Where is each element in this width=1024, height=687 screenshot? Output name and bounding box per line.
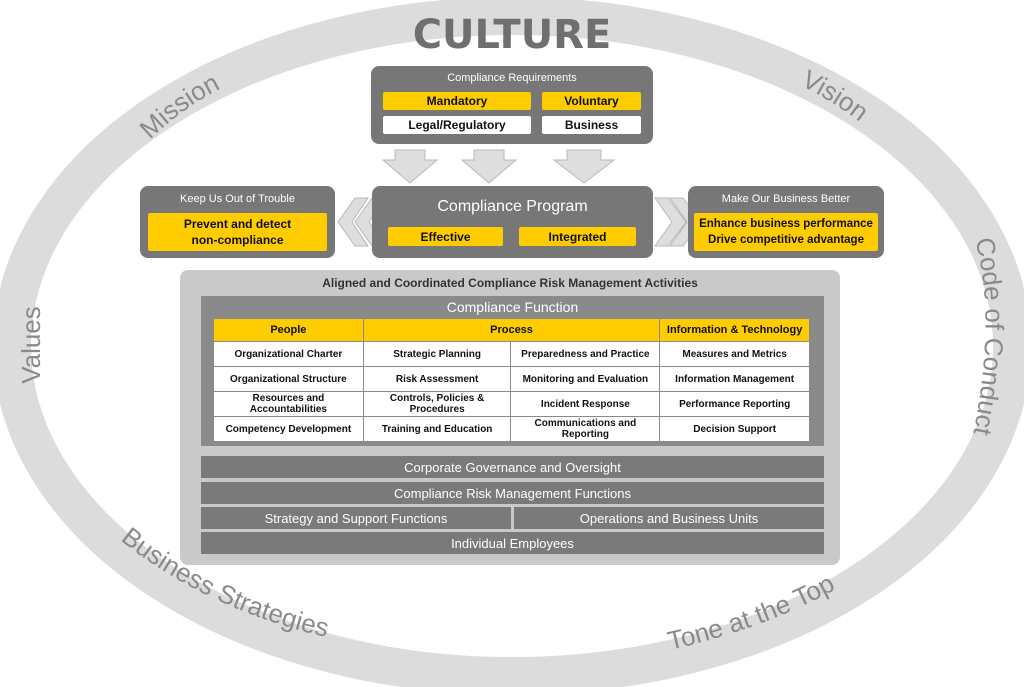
enhance-line: Enhance business performance — [699, 218, 873, 230]
table-cell: Decision Support — [659, 416, 810, 442]
table-cell: Training and Education — [362, 416, 512, 442]
down-arrow-1 — [381, 149, 439, 184]
legal-regulatory-box: Legal/Regulatory — [383, 116, 531, 134]
operations-business-bar: Operations and Business Units — [514, 507, 824, 529]
header-process: Process — [362, 318, 661, 342]
values-label: Values — [16, 306, 46, 384]
drive-line: Drive competitive advantage — [708, 234, 864, 246]
compliance-program-box: Compliance Program Effective Integrated — [372, 186, 653, 258]
right-chevron-1 — [654, 197, 687, 247]
mandatory-box: Mandatory — [383, 92, 531, 110]
keep-out-of-trouble-box: Keep Us Out of Trouble Prevent and detec… — [140, 186, 335, 258]
prevent-detect-line2: non-compliance — [191, 233, 284, 247]
table-cell: Performance Reporting — [659, 391, 810, 417]
table-cell: Measures and Metrics — [659, 341, 810, 367]
header-row: People Process Information & Technology — [213, 318, 810, 342]
table-cell: Controls, Policies & Procedures — [362, 391, 512, 417]
table-row: Resources and Accountabilities Controls,… — [213, 391, 810, 417]
table-cell: Communications and Reporting — [510, 416, 661, 442]
integrated-box: Integrated — [519, 227, 636, 246]
table-cell: Risk Assessment — [362, 366, 512, 392]
compliance-function-table: People Process Information & Technology … — [213, 318, 810, 442]
business-box: Business — [542, 116, 641, 134]
header-people: People — [213, 318, 364, 342]
table-row: Organizational Structure Risk Assessment… — [213, 366, 810, 392]
strategy-support-bar: Strategy and Support Functions — [201, 507, 511, 529]
table-cell: Organizational Charter — [213, 341, 364, 367]
table-row: Organizational Charter Strategic Plannin… — [213, 341, 810, 367]
down-arrow-3 — [552, 149, 616, 184]
keep-out-of-trouble-title: Keep Us Out of Trouble — [180, 193, 295, 205]
table-cell: Organizational Structure — [213, 366, 364, 392]
compliance-requirements-title: Compliance Requirements — [447, 72, 577, 84]
compliance-program-title: Compliance Program — [437, 198, 588, 215]
compliance-requirements-box: Compliance Requirements Mandatory Volunt… — [371, 66, 653, 144]
table-cell: Information Management — [659, 366, 810, 392]
risk-management-functions-bar: Compliance Risk Management Functions — [201, 482, 824, 504]
table-cell: Resources and Accountabilities — [213, 391, 364, 417]
table-cell: Preparedness and Practice — [510, 341, 661, 367]
table-row: Competency Development Training and Educ… — [213, 416, 810, 442]
prevent-detect-line1: Prevent and detect — [183, 217, 292, 231]
enhance-drive-box: Enhance business performance Drive compe… — [694, 213, 878, 251]
individual-employees-bar: Individual Employees — [201, 532, 824, 554]
compliance-function-title: Compliance Function — [446, 299, 579, 315]
table-cell: Incident Response — [510, 391, 661, 417]
make-business-better-title: Make Our Business Better — [721, 193, 851, 205]
voluntary-box: Voluntary — [542, 92, 641, 110]
table-cell: Monitoring and Evaluation — [510, 366, 661, 392]
prevent-detect-box: Prevent and detect non-compliance — [148, 213, 327, 251]
effective-box: Effective — [388, 227, 503, 246]
make-business-better-box: Make Our Business Better Enhance busines… — [688, 186, 884, 258]
left-chevron-1 — [337, 197, 369, 247]
down-arrow-2 — [460, 149, 518, 184]
table-cell: Competency Development — [213, 416, 364, 442]
header-info-tech: Information & Technology — [659, 318, 810, 342]
culture-title: CULTURE — [413, 12, 612, 58]
corporate-governance-bar: Corporate Governance and Oversight — [201, 456, 824, 478]
aligned-activities-title: Aligned and Coordinated Compliance Risk … — [322, 276, 698, 290]
table-cell: Strategic Planning — [362, 341, 512, 367]
